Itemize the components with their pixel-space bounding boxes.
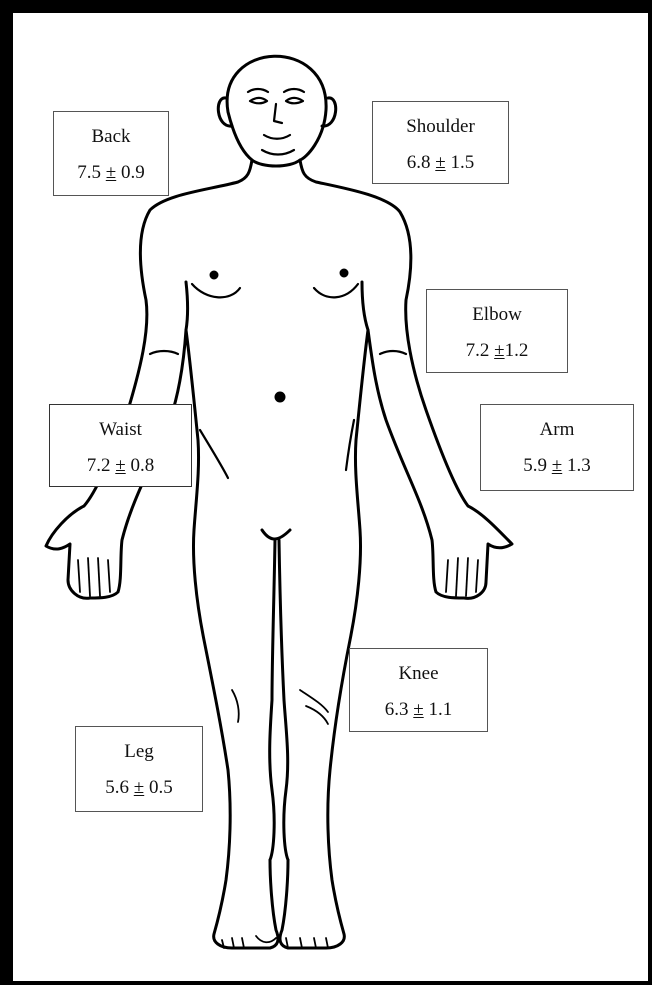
left-hip-line (200, 430, 228, 478)
label-back: Back 7.5 ± 0.9 (53, 111, 169, 196)
label-shoulder-name: Shoulder (373, 117, 508, 136)
face (248, 89, 304, 155)
chest-right (314, 284, 358, 297)
label-knee-name: Knee (350, 664, 487, 683)
label-elbow: Elbow 7.2 ±1.2 (426, 289, 568, 373)
left-nipple (211, 272, 217, 278)
label-leg-value: 5.6 ± 0.5 (76, 778, 202, 797)
label-waist-value: 7.2 ± 0.8 (50, 456, 191, 475)
right-outline (280, 160, 512, 948)
label-arm-value: 5.9 ± 1.3 (481, 456, 633, 475)
label-arm: Arm 5.9 ± 1.3 (480, 404, 634, 491)
label-knee-value: 6.3 ± 1.1 (350, 700, 487, 719)
knees (232, 690, 328, 724)
label-arm-name: Arm (481, 420, 633, 439)
inner-left-leg (270, 540, 275, 860)
right-elbow-crease (380, 351, 406, 354)
chest-left (192, 284, 240, 297)
label-back-value: 7.5 ± 0.9 (54, 163, 168, 182)
label-leg-name: Leg (76, 742, 202, 761)
label-leg: Leg 5.6 ± 0.5 (75, 726, 203, 812)
left-outline (46, 160, 278, 948)
right-hip-line (346, 420, 354, 470)
label-back-name: Back (54, 127, 168, 146)
left-armpit (186, 282, 188, 330)
label-knee: Knee 6.3 ± 1.1 (349, 648, 488, 732)
label-shoulder-value: 6.8 ± 1.5 (373, 153, 508, 172)
right-nipple (341, 270, 347, 276)
label-waist: Waist 7.2 ± 0.8 (49, 404, 192, 487)
head-outline (227, 56, 326, 166)
crotch (262, 530, 290, 539)
inner-right-leg (279, 540, 288, 860)
label-elbow-name: Elbow (427, 305, 567, 324)
label-waist-name: Waist (50, 420, 191, 439)
left-elbow-crease (150, 351, 178, 354)
right-armpit (362, 282, 368, 330)
label-shoulder: Shoulder 6.8 ± 1.5 (372, 101, 509, 184)
label-elbow-value: 7.2 ±1.2 (427, 341, 567, 360)
navel (276, 393, 284, 401)
